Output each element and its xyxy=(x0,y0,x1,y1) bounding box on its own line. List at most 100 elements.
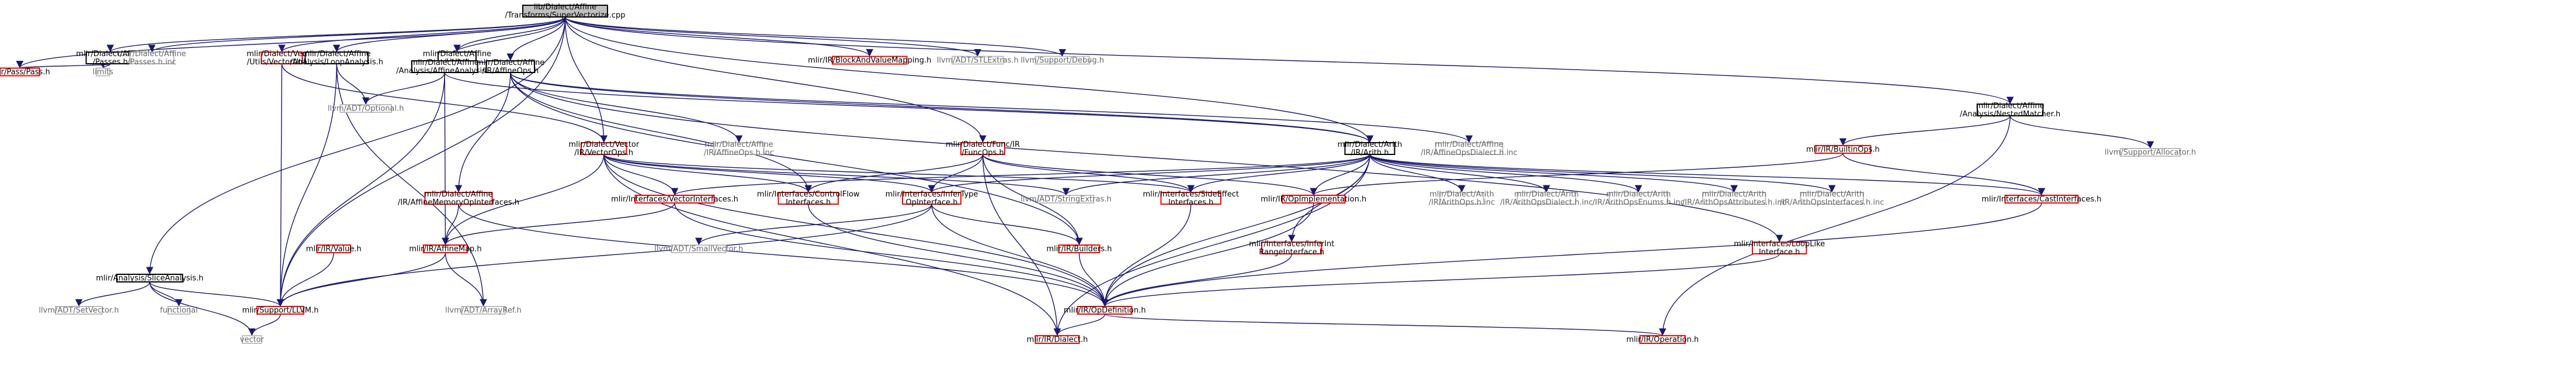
node-label: mlir/IR/OpDefinition.h xyxy=(1064,306,1146,315)
edge-n_affine_anal-to-n_arith xyxy=(444,72,1373,143)
node-label: llvm/ADT/STLExtras.h xyxy=(937,56,1019,65)
edge-root-to-n_nested xyxy=(564,16,2014,105)
node-box xyxy=(461,306,506,315)
edge-n_vecutils-to-n_vectorops xyxy=(281,63,607,143)
node-label: mlir/Dialect/Arith xyxy=(1429,190,1494,199)
node-label: mlir/Interfaces/CastInterfaces.h xyxy=(1981,195,2101,204)
node-arithops-inc: mlir/Dialect/Arith/IR/ArithOps.h.inc xyxy=(1429,190,1495,207)
edge-n_affinemap-to-n_llvm xyxy=(276,252,446,307)
node-label: mlir/Dialect/Arith xyxy=(1606,190,1671,199)
node-box xyxy=(55,306,103,315)
node-label: mlir/Dialect/Affine xyxy=(424,190,492,199)
edge-n_arith-to-n_infertype xyxy=(928,154,1370,193)
node-arith[interactable]: mlir/Dialect/Arith/IR/Arith.h xyxy=(1338,140,1402,157)
node-llvm[interactable]: mlir/Support/LLVM.h xyxy=(242,306,319,315)
edge-n_nested-to-n_operation xyxy=(1658,115,2011,336)
node-label: /IR/AffineOps.h xyxy=(482,67,539,75)
edge-n_arith-to-n_sideeffect xyxy=(1187,154,1370,193)
edge-n_affineops-to-n_looplike xyxy=(510,72,1783,243)
node-box xyxy=(2120,148,2181,157)
edge-root-to-n_vecutils xyxy=(278,16,566,53)
node-label: mlir/Dialect/Func/IR xyxy=(946,140,1020,149)
node-label: /IR/AffineOpsDialect.h.inc xyxy=(1421,149,1518,157)
node-box xyxy=(304,51,369,64)
edge-n_arith-to-n_arithops_inc xyxy=(1369,154,1466,193)
node-castinterfaces[interactable]: mlir/Interfaces/CastInterfaces.h xyxy=(1981,195,2102,204)
node-vecinterfaces[interactable]: mlir/Interfaces/VectorInterfaces.h xyxy=(611,195,738,204)
node-label: mlir/Dialect/Arith xyxy=(1702,190,1766,199)
node-affinemap[interactable]: mlir/IR/AffineMap.h xyxy=(409,244,482,254)
node-opimpl[interactable]: mlir/IR/OpImplementation.h xyxy=(1261,195,1366,204)
node-box xyxy=(167,306,190,315)
edge-root-to-n_bvm xyxy=(564,16,873,57)
node-operation[interactable]: mlir/IR/Operation.h xyxy=(1626,335,1699,344)
edge-n_arith-to-n_arithdialect_inc xyxy=(1369,154,1550,193)
node-label: mlir/Analysis/SliceAnalysis.h xyxy=(96,274,203,283)
node-bvm[interactable]: mlir/IR/BlockAndValueMapping.h xyxy=(808,56,931,65)
node-affineops[interactable]: mlir/Dialect/Affine/IR/AffineOps.h xyxy=(476,58,544,75)
node-box xyxy=(423,244,468,253)
node-slice[interactable]: mlir/Analysis/SliceAnalysis.h xyxy=(96,274,203,283)
node-box xyxy=(1977,104,2044,116)
node-dialect[interactable]: mlir/IR/Dialect.h xyxy=(1027,335,1088,344)
node-pass[interactable]: mlir/Pass/Pass.h xyxy=(0,67,50,77)
node-label: mlir/IR/Dialect.h xyxy=(1027,336,1088,344)
node-label: /Passes.h.inc xyxy=(127,58,176,67)
node-funcops[interactable]: mlir/Dialect/Func/IR/FuncOps.h xyxy=(946,140,1020,157)
node-label: mlir/Dialect/Arith xyxy=(1338,140,1402,149)
node-looparith[interactable]: mlir/Dialect/Affine/Analysis/LoopAnalysi… xyxy=(290,50,383,67)
node-label: /Analysis/LoopAnalysis.h xyxy=(290,58,383,67)
node-builtinops[interactable]: mlir/IR/BuiltinOps.h xyxy=(1806,145,1880,154)
node-label: mlir/Interfaces/LoopLike xyxy=(1734,240,1825,249)
node-label: mlir/Interfaces/VectorInterfaces.h xyxy=(611,195,738,204)
edge-n_vectorops-to-n_dialect xyxy=(603,154,1061,336)
edge-root-to-n_affine_passes xyxy=(106,16,566,53)
edge-root-to-n_funcops xyxy=(564,16,987,143)
node-label: llvm/Support/Allocator.h xyxy=(2105,149,2196,157)
node-nested[interactable]: mlir/Dialect/Affine/Analysis/NestedMatch… xyxy=(1960,102,2060,119)
edges xyxy=(16,16,2154,336)
edge-n_nested-to-n_builtinops xyxy=(1839,115,2011,146)
node-label: llvm/ADT/Optional.h xyxy=(328,105,404,113)
node-label: vector xyxy=(240,336,265,344)
node-opdef[interactable]: mlir/IR/OpDefinition.h xyxy=(1064,306,1146,315)
node-box xyxy=(2004,195,2079,204)
node-box xyxy=(1439,192,1484,205)
node-stlextras: llvm/ADT/STLExtras.h xyxy=(937,56,1019,65)
node-value[interactable]: mlir/IR/Value.h xyxy=(306,244,362,254)
node-vecutils[interactable]: mlir/Dialect/Vector/Utils/VectorUtils.h xyxy=(247,50,318,67)
node-setvector: llvm/ADT/SetVector.h xyxy=(39,306,119,315)
node-box xyxy=(1814,145,1872,154)
node-box xyxy=(96,67,110,77)
node-affine-passes[interactable]: mlir/Dialect/Affine/Passes.h xyxy=(76,50,144,67)
edge-n_builders-to-n_opdef xyxy=(1078,252,1109,307)
edge-n_opimpl-to-n_opdef xyxy=(1101,202,1314,307)
node-builders[interactable]: mlir/IR/Builders.h xyxy=(1047,244,1112,254)
node-label: mlir/Interfaces/InferType xyxy=(886,190,978,199)
node-box xyxy=(960,142,1005,155)
node-label: /IR/ArithOpsAttributes.h.inc xyxy=(1682,198,1786,207)
node-label: Interfaces.h xyxy=(1168,198,1213,207)
node-box xyxy=(777,192,839,205)
node-label: limits xyxy=(93,68,114,77)
node-label: llvm/ADT/SmallVector.h xyxy=(654,245,743,254)
edge-n_arith-to-n_dialect xyxy=(1053,154,1370,336)
node-affine-memops[interactable]: mlir/Dialect/Affine/IR/AffineMemoryOpInt… xyxy=(398,190,519,207)
node-vectorops[interactable]: mlir/Dialect/Vector/IR/VectorOps.h xyxy=(568,140,640,157)
node-affine-anal[interactable]: mlir/Dialect/Affine/Analysis/AffineAnaly… xyxy=(396,58,493,75)
node-box xyxy=(1609,192,1668,205)
edge-n_affineops-to-n_affine_dialect_inc xyxy=(510,72,1473,143)
node-affine-dialect-inc: mlir/Dialect/Affine/IR/AffineOpsDialect.… xyxy=(1421,140,1518,157)
node-box xyxy=(339,104,392,113)
edge-n_affine_anal-to-n_optional xyxy=(362,72,445,105)
edge-n_looparith-to-n_arrayref xyxy=(336,63,487,307)
edge-n_funcops-to-n_cfinterfaces xyxy=(804,154,984,193)
node-box xyxy=(1800,192,1864,205)
edge-n_arith-to-n_castinterfaces xyxy=(1369,154,2045,196)
node-stringextras: llvm/ADT/StringExtras.h xyxy=(1020,195,1112,204)
